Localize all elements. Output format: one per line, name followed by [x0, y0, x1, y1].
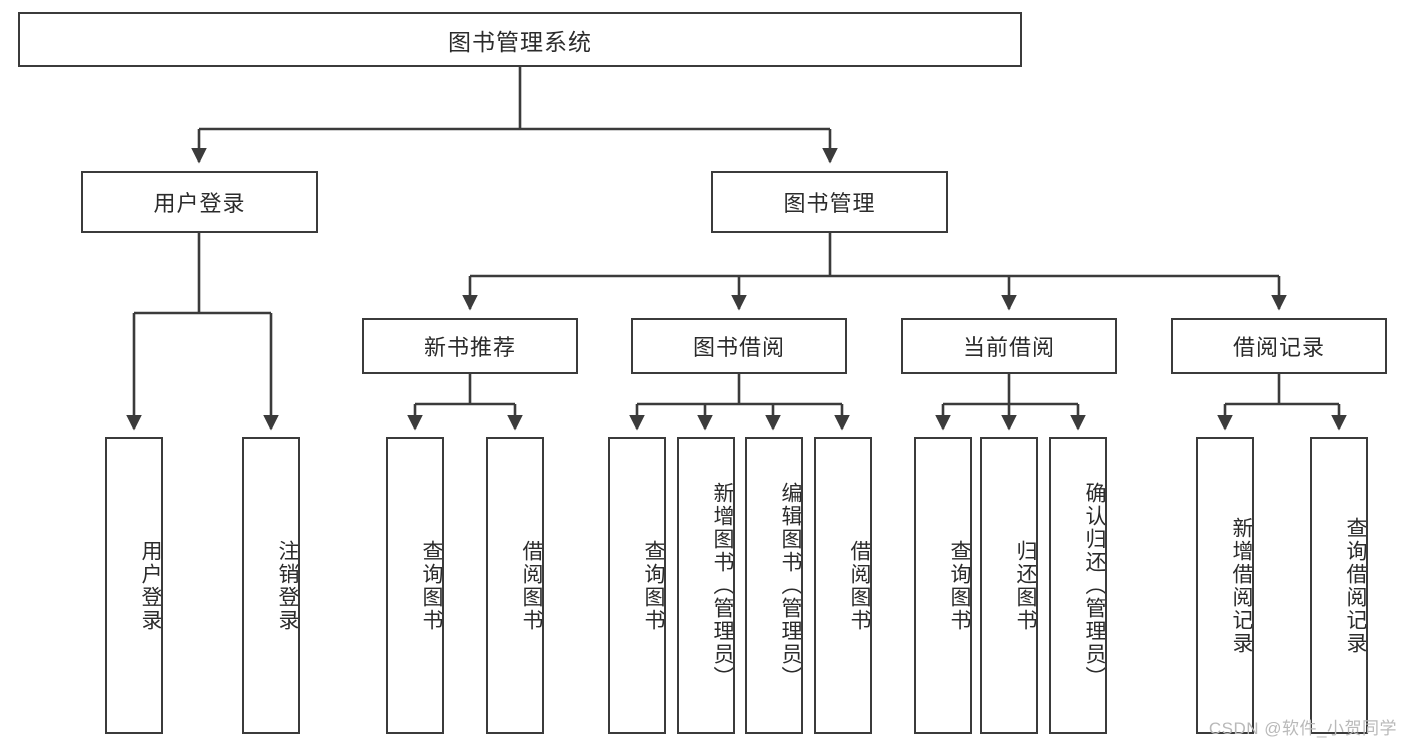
node-leaf-current-return-book-label: 归还图书 [1014, 539, 1037, 632]
node-leaf-current-return-book[interactable]: 归还图书 [980, 437, 1038, 734]
node-leaf-borrow-edit-book-label: 编辑图书（管理员） [779, 482, 802, 689]
node-leaf-borrow-add-book[interactable]: 新增图书（管理员） [677, 437, 735, 734]
node-leaf-current-confirm-return-label: 确认归还（管理员） [1083, 482, 1106, 689]
node-leaf-record-query-label: 查询借阅记录 [1344, 516, 1367, 655]
node-leaf-current-query-book[interactable]: 查询图书 [914, 437, 972, 734]
node-new-book-recommend-label: 新书推荐 [423, 335, 516, 360]
node-leaf-logout-label: 注销登录 [276, 539, 299, 632]
node-leaf-user-login-label: 用户登录 [139, 539, 162, 632]
node-leaf-borrow-add-book-label: 新增图书（管理员） [711, 482, 734, 689]
node-leaf-current-query-book-label: 查询图书 [948, 539, 971, 632]
node-book-management-label: 图书管理 [783, 191, 876, 216]
node-new-book-recommend[interactable]: 新书推荐 [362, 318, 578, 374]
node-leaf-borrow-borrow-book[interactable]: 借阅图书 [814, 437, 872, 734]
node-leaf-record-add-label: 新增借阅记录 [1230, 516, 1253, 655]
node-leaf-borrow-edit-book[interactable]: 编辑图书（管理员） [745, 437, 803, 734]
node-book-borrow[interactable]: 图书借阅 [631, 318, 847, 374]
node-leaf-recommend-query-book[interactable]: 查询图书 [386, 437, 444, 734]
node-book-borrow-label: 图书借阅 [692, 335, 785, 360]
node-leaf-recommend-borrow-book[interactable]: 借阅图书 [486, 437, 544, 734]
node-leaf-borrow-borrow-book-label: 借阅图书 [848, 539, 871, 632]
node-root-system[interactable]: 图书管理系统 [18, 12, 1022, 67]
node-leaf-recommend-query-book-label: 查询图书 [420, 539, 443, 632]
node-leaf-record-add[interactable]: 新增借阅记录 [1196, 437, 1254, 734]
node-leaf-record-query[interactable]: 查询借阅记录 [1310, 437, 1368, 734]
node-user-login[interactable]: 用户登录 [81, 171, 318, 233]
node-leaf-current-confirm-return[interactable]: 确认归还（管理员） [1049, 437, 1107, 734]
node-root-system-label: 图书管理系统 [448, 28, 592, 55]
node-leaf-borrow-query-book-label: 查询图书 [642, 539, 665, 632]
node-borrow-record[interactable]: 借阅记录 [1171, 318, 1387, 374]
node-user-login-label: 用户登录 [153, 191, 246, 216]
node-leaf-user-login[interactable]: 用户登录 [105, 437, 163, 734]
node-borrow-record-label: 借阅记录 [1232, 335, 1325, 360]
node-leaf-recommend-borrow-book-label: 借阅图书 [520, 539, 543, 632]
node-current-borrow-label: 当前借阅 [962, 335, 1055, 360]
node-book-management[interactable]: 图书管理 [711, 171, 948, 233]
node-leaf-logout[interactable]: 注销登录 [242, 437, 300, 734]
node-current-borrow[interactable]: 当前借阅 [901, 318, 1117, 374]
node-leaf-borrow-query-book[interactable]: 查询图书 [608, 437, 666, 734]
